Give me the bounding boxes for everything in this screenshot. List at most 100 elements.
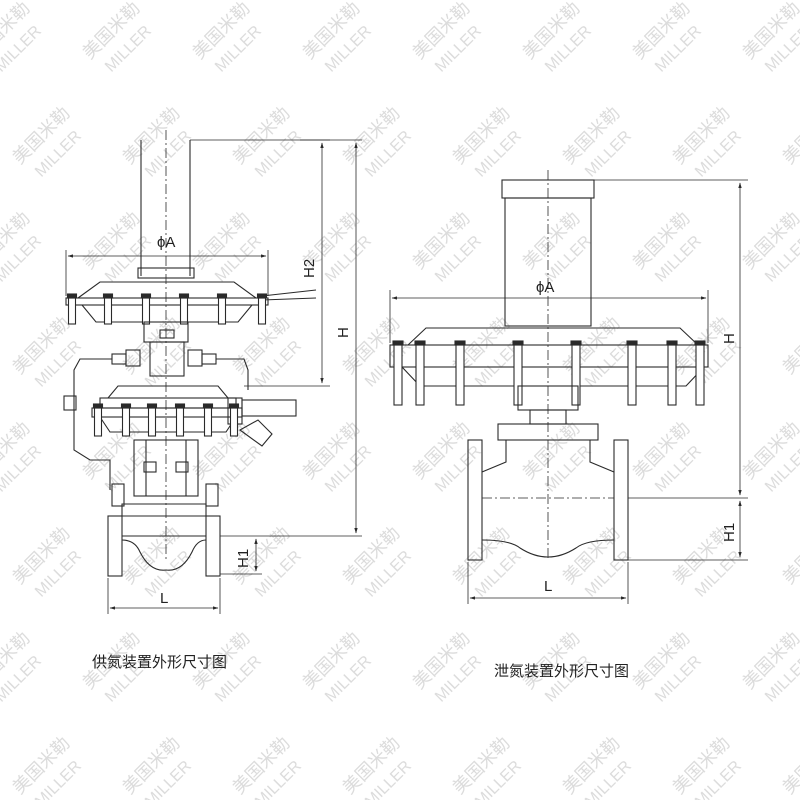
upper-flange-bolts [66,293,268,325]
bolt [228,403,240,437]
supply-device-drawing [63,130,317,577]
release-valve-body [467,439,629,561]
dim-phiA-label: ϕA [157,234,175,251]
supply-caption: 供氮装置外形尺寸图 [92,653,228,671]
bolt [178,293,190,325]
dim-H-label: H [721,333,738,344]
bolt [392,340,404,406]
dim-L-label: L [544,578,552,595]
dim-H2-label: H2 [301,259,318,278]
svg-text:美国米勒: 美国米勒 [779,103,800,168]
dim-H1-label: H1 [721,523,738,542]
svg-text:美国米勒: 美国米勒 [779,733,800,798]
actuator-column [137,130,195,560]
bolt [216,293,228,325]
bolt [694,340,706,406]
bolt [256,293,268,325]
actuator-cylinder [501,170,595,560]
bolt [202,403,214,437]
bolt [120,403,132,437]
stem-neck [111,321,217,377]
pilot-tubing [63,358,249,490]
dim-H1-label: H1 [235,549,252,568]
bolt [570,340,582,406]
bolt [174,403,186,437]
svg-text:美国米勒: 美国米勒 [779,523,800,588]
dim-H-label: H [335,327,352,338]
bolt [102,293,114,325]
supply-dimension-labels: ϕA H2 H H1 L [157,234,352,607]
bonnet-cage [111,439,219,507]
svg-text:美国米勒: 美国米勒 [779,313,800,378]
release-dimension-labels: ϕA H H1 L [536,279,738,595]
bolt [140,293,152,325]
release-flange-bolts [392,340,706,406]
bolt [146,403,158,437]
release-dimension-lines [389,179,748,604]
dim-L-label: L [160,590,168,607]
bolt [626,340,638,406]
bolt [666,340,678,406]
upper-diaphragm [65,281,317,323]
bolt [454,340,466,406]
release-caption: 泄氮装置外形尺寸图 [494,662,630,680]
bolt [66,293,78,325]
bolt [92,403,104,437]
lower-flange-bolts [92,403,240,437]
dim-phiA-label: ϕA [536,279,554,296]
release-diaphragm [389,327,709,387]
valve-body [107,503,221,577]
supply-dimension-lines [65,139,362,614]
release-neck [497,385,599,441]
